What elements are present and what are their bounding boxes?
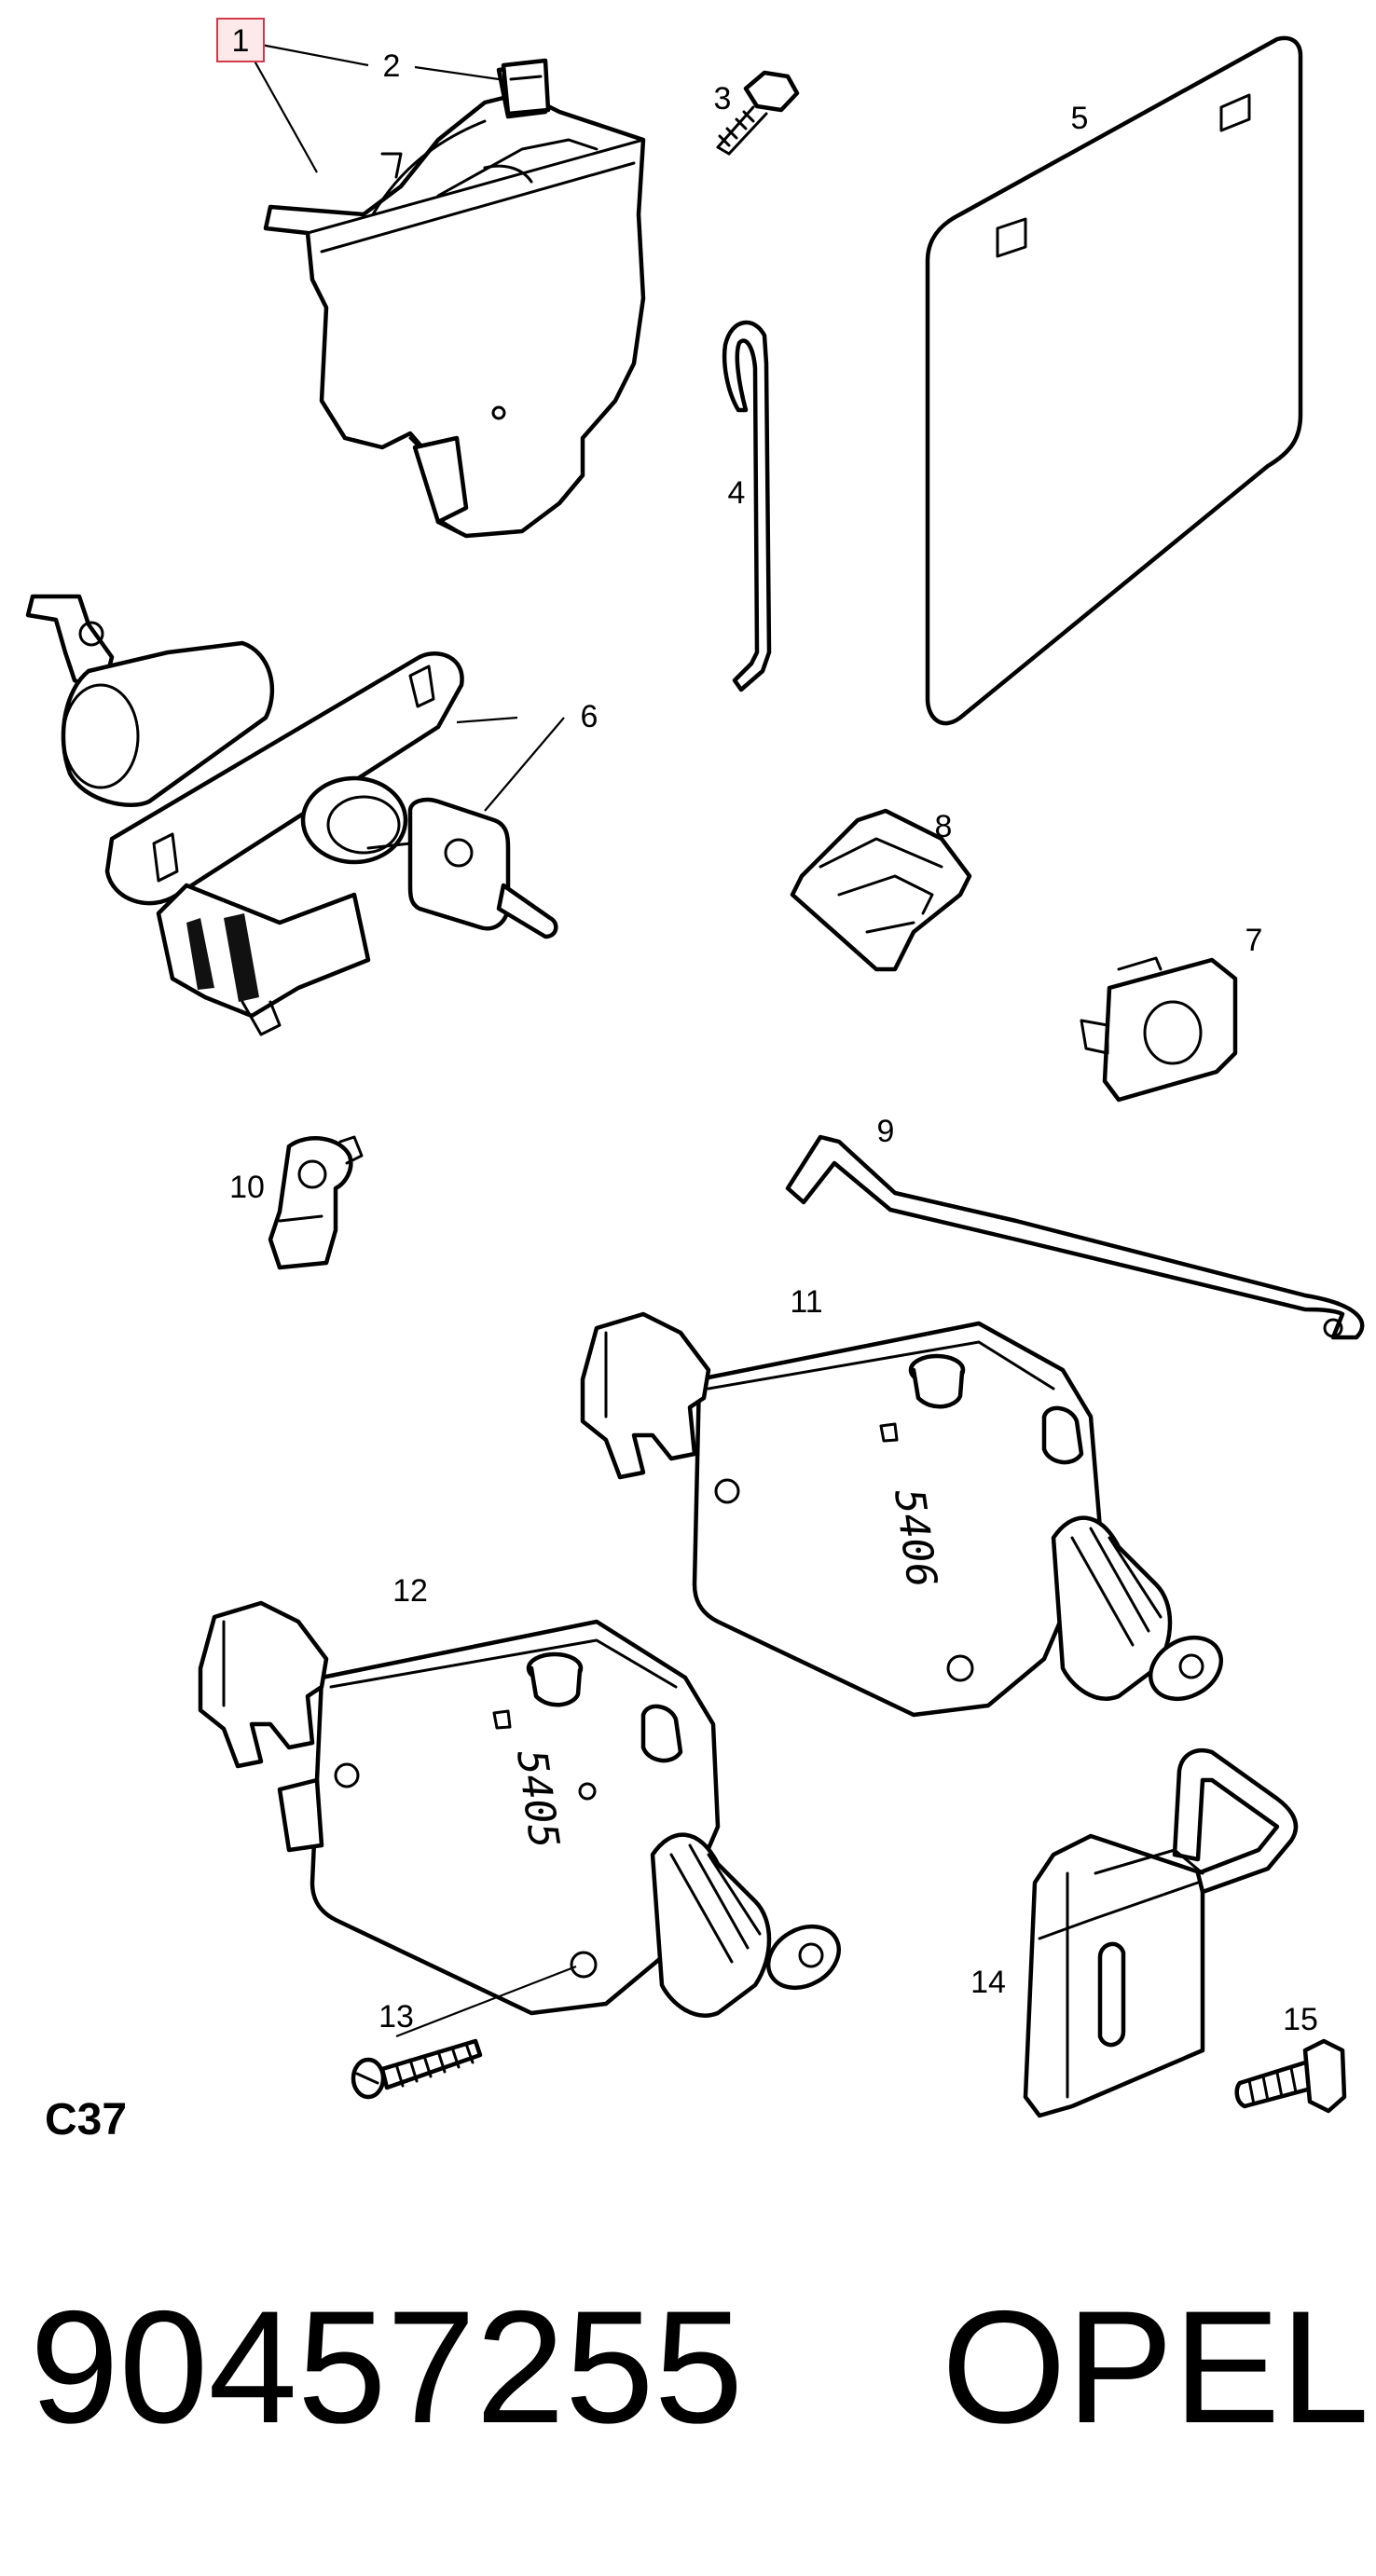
leader-lines bbox=[251, 43, 577, 2038]
part-9-rod bbox=[785, 1134, 1365, 1340]
callout-8: 8 bbox=[935, 809, 953, 844]
part-13-screw bbox=[351, 2038, 483, 2100]
part-7-clip-nut bbox=[1080, 956, 1238, 1103]
callout-10: 10 bbox=[229, 1170, 265, 1205]
part-6-lock-cylinder bbox=[25, 594, 558, 1036]
part-5-cover-plate bbox=[925, 35, 1303, 726]
part-3-screw bbox=[716, 70, 800, 156]
callout-6: 6 bbox=[581, 699, 599, 734]
callout-5: 5 bbox=[1071, 101, 1089, 136]
footer: 90457255 OPEL bbox=[0, 2274, 1376, 2460]
callout-1-highlight bbox=[216, 18, 265, 62]
part-14-bracket bbox=[1023, 1747, 1299, 2118]
callout-14: 14 bbox=[970, 1965, 1006, 2000]
section-code: C37 bbox=[45, 2095, 127, 2144]
part-2-clip bbox=[501, 58, 551, 116]
callout-3: 3 bbox=[714, 81, 732, 116]
callout-7: 7 bbox=[1245, 923, 1263, 958]
part-number: 90457255 bbox=[30, 2278, 744, 2457]
callout-9: 9 bbox=[877, 1114, 895, 1149]
part-15-bolt bbox=[1234, 2038, 1347, 2114]
part-4-rod bbox=[722, 320, 772, 692]
callout-12: 12 bbox=[392, 1573, 428, 1609]
part-1-latch-housing bbox=[263, 62, 646, 539]
callout-11: 11 bbox=[790, 1284, 822, 1320]
brand-name: OPEL bbox=[942, 2278, 1369, 2457]
callout-4: 4 bbox=[728, 475, 746, 511]
callout-2: 2 bbox=[383, 48, 401, 84]
callout-labels: 1 2 3 4 5 6 7 8 9 10 11 12 13 14 15 bbox=[216, 18, 1318, 2037]
part-8-clip bbox=[790, 808, 972, 972]
callout-13: 13 bbox=[378, 1999, 414, 2035]
callout-1: 1 bbox=[232, 23, 250, 59]
part-10-clip bbox=[268, 1135, 364, 1270]
callout-15: 15 bbox=[1283, 2002, 1318, 2037]
part-11-actuator: 5406 bbox=[580, 1311, 1223, 1718]
part-12-actuator: 5405 bbox=[198, 1600, 841, 2018]
